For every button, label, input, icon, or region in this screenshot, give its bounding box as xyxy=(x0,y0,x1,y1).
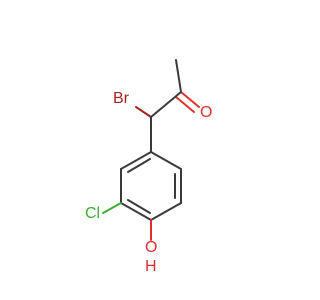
bromine-label: Br xyxy=(113,90,130,107)
ring-inner-bond-2 xyxy=(127,199,151,214)
ring-inner-bond-3 xyxy=(127,158,151,173)
molecule-diagram: Br O Cl O H xyxy=(85,59,212,275)
bond-ring-cl xyxy=(102,202,122,214)
bond-carbonyl-chbr xyxy=(150,91,182,118)
structure-drawing: Br O Cl O H xyxy=(85,59,212,275)
carbonyl-oxygen-label: O xyxy=(200,104,212,121)
bond-carbonyl-o-2 xyxy=(175,96,195,113)
hydroxyl-hydrogen-label: H xyxy=(145,258,157,275)
bond-carbonyl-o-1 xyxy=(180,91,200,108)
hydroxyl-oxygen-label: O xyxy=(145,239,157,256)
bond-c-br xyxy=(135,106,152,118)
ring-bond-6 xyxy=(120,151,152,170)
chlorine-label: Cl xyxy=(85,205,100,222)
ring-bond-1 xyxy=(150,151,182,170)
ring-bond-3 xyxy=(150,202,182,221)
bond-methyl-carbonyl xyxy=(175,59,182,93)
ring-bond-4 xyxy=(120,202,152,221)
